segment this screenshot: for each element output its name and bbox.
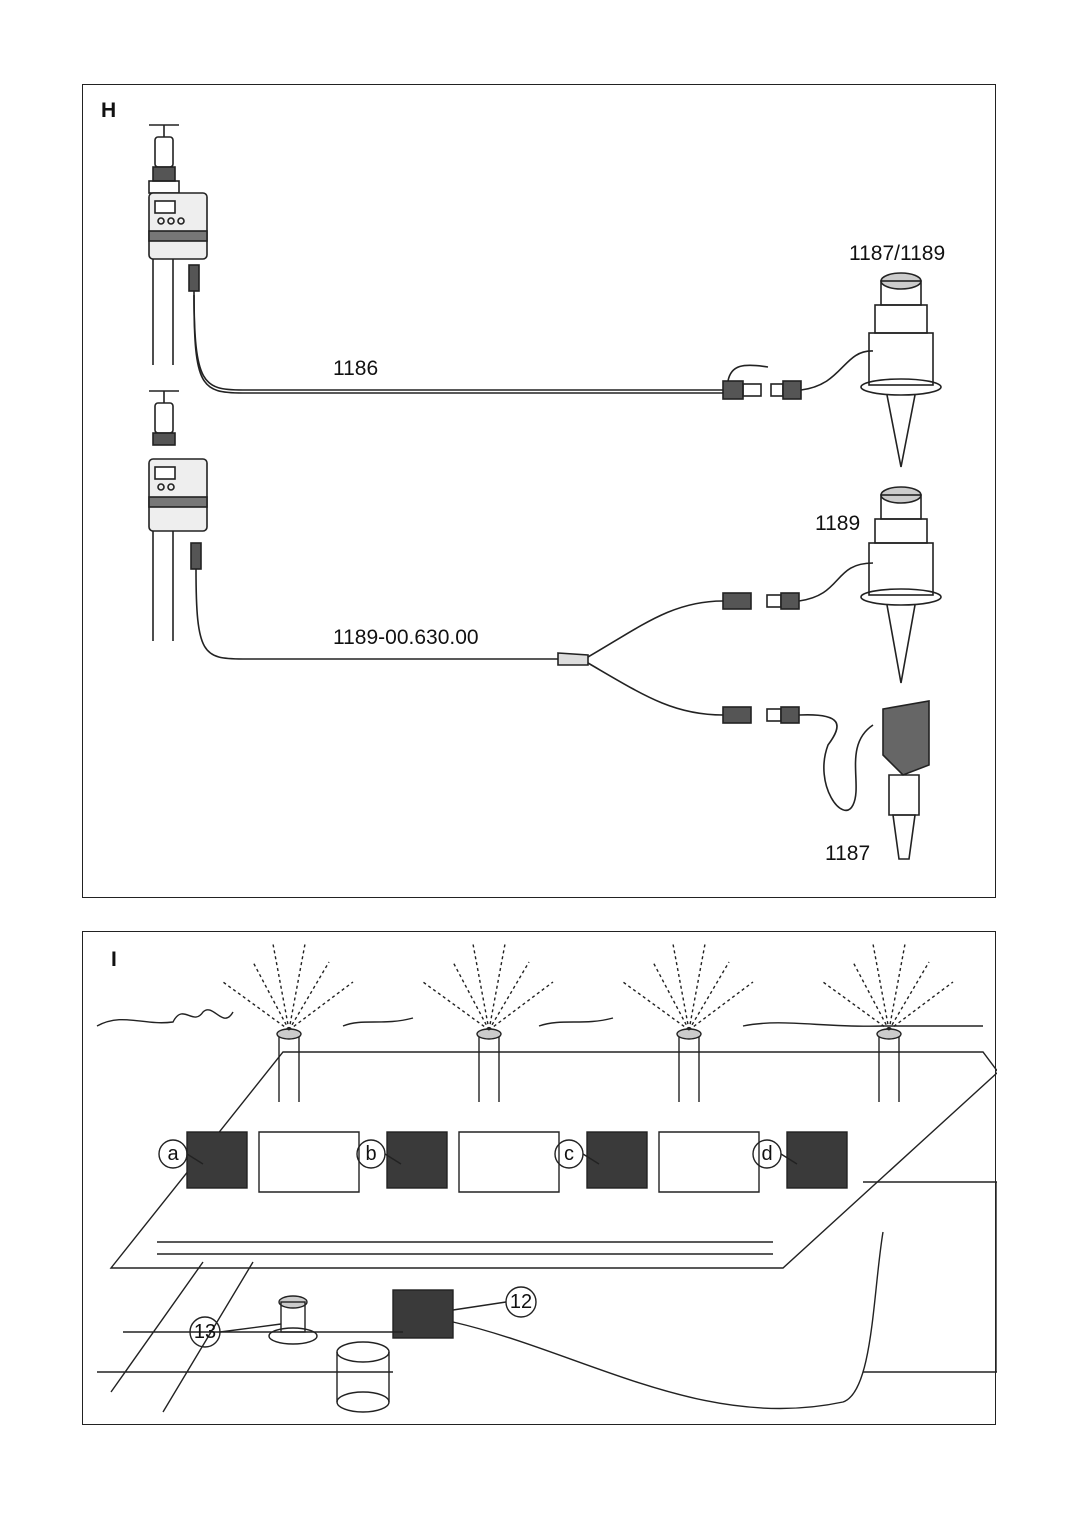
grass-line-4 xyxy=(742,1022,983,1027)
sensor-cable-top xyxy=(800,350,874,391)
callout-d: d xyxy=(761,1143,773,1165)
callout-12: 12 xyxy=(509,1291,533,1313)
valve-box-d xyxy=(786,1131,848,1189)
bed-1 xyxy=(258,1131,360,1193)
figure-panel-h: H xyxy=(82,84,996,898)
grass-line-left xyxy=(96,1009,234,1027)
distribution-pipe xyxy=(157,1241,773,1255)
valve-box-a xyxy=(186,1131,248,1189)
cable-y-branch-upper xyxy=(587,600,724,658)
sprinkler-c xyxy=(622,943,754,1102)
label-sensor-1189: 1189 xyxy=(815,512,861,535)
figure-panel-i: I xyxy=(82,931,997,1425)
hose-bottom xyxy=(152,531,174,641)
cable-y-branch-lower xyxy=(587,662,724,716)
water-tap-bottom xyxy=(149,390,179,446)
hose-reel xyxy=(336,1341,390,1413)
callout-b: b xyxy=(365,1143,377,1165)
rain-sensor-1189 xyxy=(860,486,942,684)
bed-2 xyxy=(458,1131,560,1193)
wall xyxy=(863,1181,997,1373)
control-box-12 xyxy=(392,1289,454,1339)
water-tap-top xyxy=(148,124,180,194)
sensor-cable-mid xyxy=(798,562,874,602)
label-cable-1186: 1186 xyxy=(333,357,379,380)
label-cable-1189-00-630-00: 1189-00.630.00 xyxy=(333,626,479,649)
grass-line-3 xyxy=(538,1017,614,1027)
water-computer-bottom xyxy=(148,458,208,532)
panel-letter-h: H xyxy=(101,99,117,122)
cable-1186 xyxy=(193,290,723,391)
label-sensor-1187-1189: 1187/1189 xyxy=(849,242,946,265)
valve-box-c xyxy=(586,1131,648,1189)
y-splitter xyxy=(557,652,589,666)
callout-13: 13 xyxy=(193,1321,217,1343)
label-sensor-1187: 1187 xyxy=(825,842,871,865)
cable-y-main xyxy=(195,568,558,660)
panel-letter-i: I xyxy=(111,948,117,971)
connector-y-upper xyxy=(722,592,752,610)
connector-1186 xyxy=(722,364,802,400)
valve-box-b xyxy=(386,1131,448,1189)
connector-y-lower xyxy=(722,706,752,724)
ground-plane xyxy=(109,1051,997,1269)
panel-i-drawing xyxy=(96,943,997,1413)
plug-top xyxy=(188,264,200,292)
grass-line-2 xyxy=(342,1017,414,1027)
supply-hose xyxy=(452,1231,884,1410)
coiled-cable xyxy=(798,714,874,812)
callout-a: a xyxy=(167,1143,179,1165)
paving-tiles xyxy=(97,1261,403,1413)
bed-3 xyxy=(658,1131,760,1193)
sprinkler-b xyxy=(422,943,554,1102)
rain-sensor-1187-1189 xyxy=(860,272,942,468)
rain-sensor-13 xyxy=(268,1295,318,1345)
water-computer-top xyxy=(148,192,208,260)
callout-c: c xyxy=(564,1143,574,1165)
plug-bottom xyxy=(190,542,202,570)
panel-h-drawing xyxy=(148,124,942,860)
rain-sensor-1187 xyxy=(882,700,930,860)
sprinkler-a xyxy=(222,943,354,1102)
sprinkler-d xyxy=(822,943,954,1102)
hose-top xyxy=(152,259,174,365)
